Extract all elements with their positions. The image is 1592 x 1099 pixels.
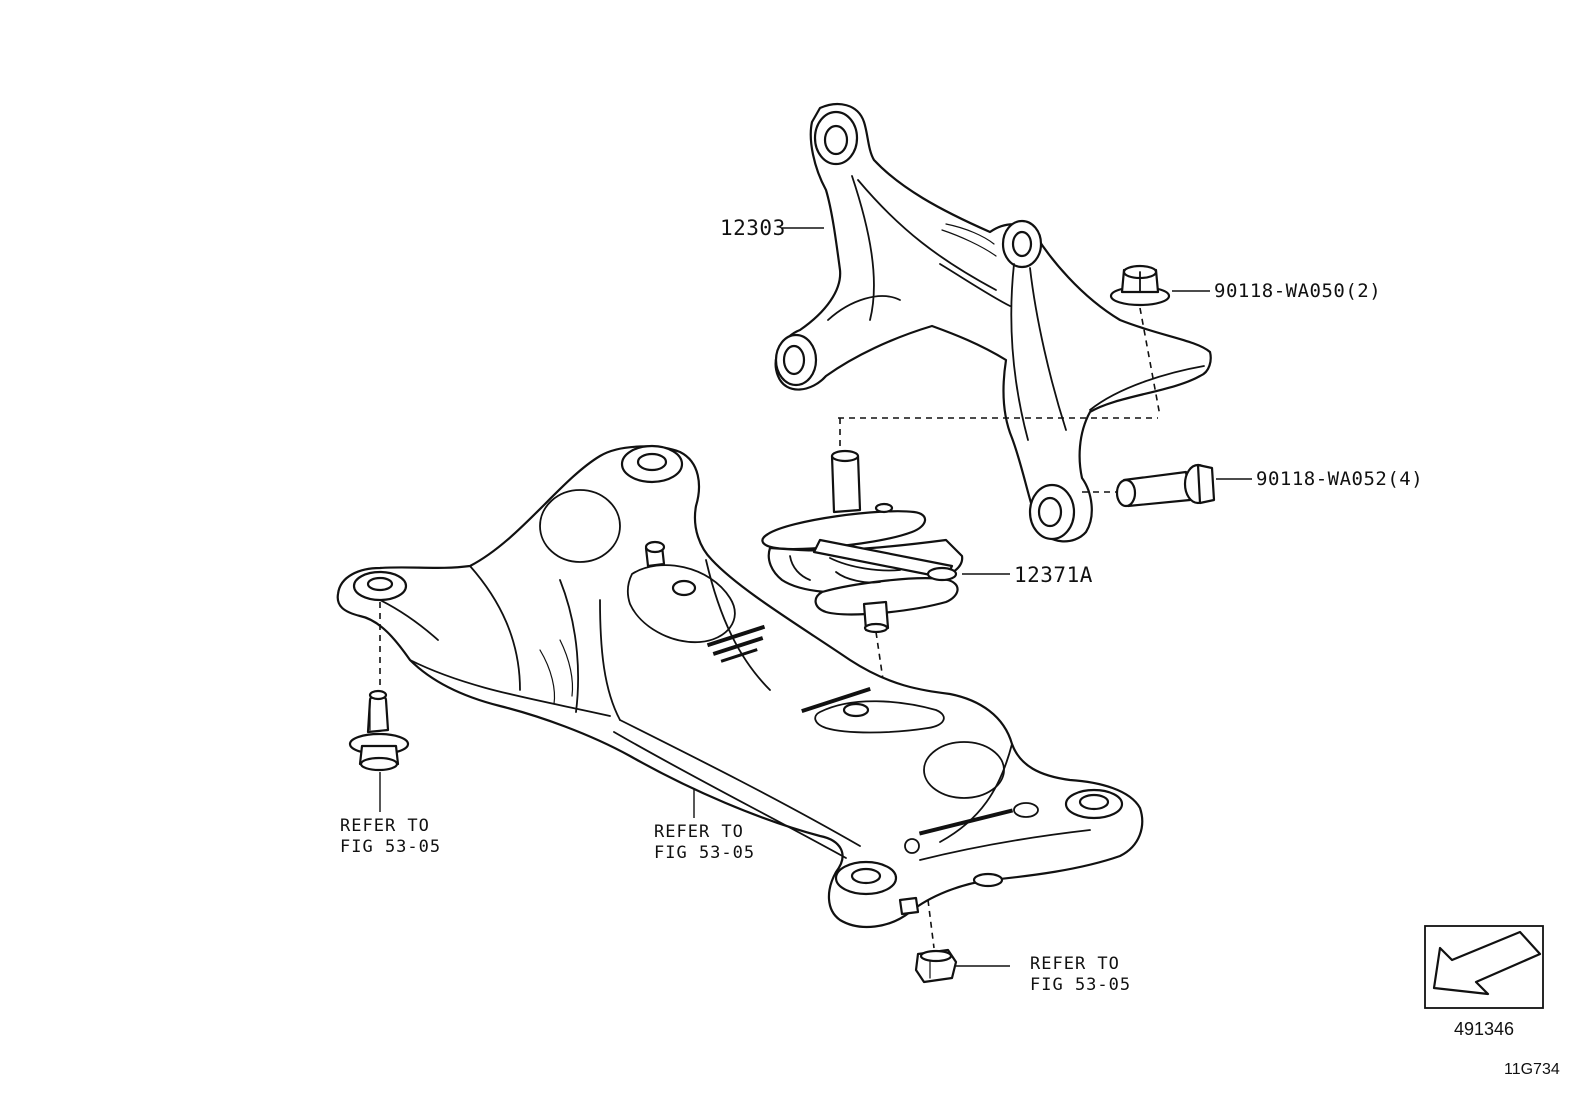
callout-bracket[interactable]: 12303: [720, 216, 786, 240]
callout-bolt-side[interactable]: 90118-WA052(4): [1256, 468, 1424, 490]
crossmember-nut-bottom[interactable]: [914, 948, 958, 984]
reference-left-line1: REFER TO: [340, 816, 430, 836]
flange-bolt-upper[interactable]: [1109, 264, 1171, 307]
reference-center-line1: REFER TO: [654, 822, 744, 842]
engine-mount-insulator[interactable]: [761, 449, 964, 634]
bolt-side[interactable]: [1115, 463, 1216, 508]
callout-mount[interactable]: 12371A: [1014, 563, 1093, 587]
callout-bolt-upper[interactable]: 90118-WA050(2): [1214, 280, 1382, 302]
diagram-id: 491346: [1454, 1019, 1515, 1039]
engine-mount-bracket[interactable]: [774, 103, 1212, 543]
crossmember-bolt-left[interactable]: [348, 689, 410, 772]
reference-left[interactable]: REFER TO FIG 53-05: [340, 816, 441, 858]
sheet-id: 11G734: [1504, 1061, 1560, 1078]
stamped-markings: [706, 624, 1014, 854]
reference-right-line1: REFER TO: [1030, 954, 1120, 974]
reference-left-line2: FIG 53-05: [340, 837, 442, 857]
reference-right[interactable]: REFER TO FIG 53-05: [1030, 954, 1131, 996]
front-crossmember[interactable]: [336, 444, 1144, 928]
front-direction-arrow-icon: [1424, 925, 1544, 1009]
reference-center-line2: FIG 53-05: [654, 843, 756, 863]
reference-center[interactable]: REFER TO FIG 53-05: [654, 822, 755, 864]
reference-right-line2: FIG 53-05: [1030, 975, 1132, 995]
